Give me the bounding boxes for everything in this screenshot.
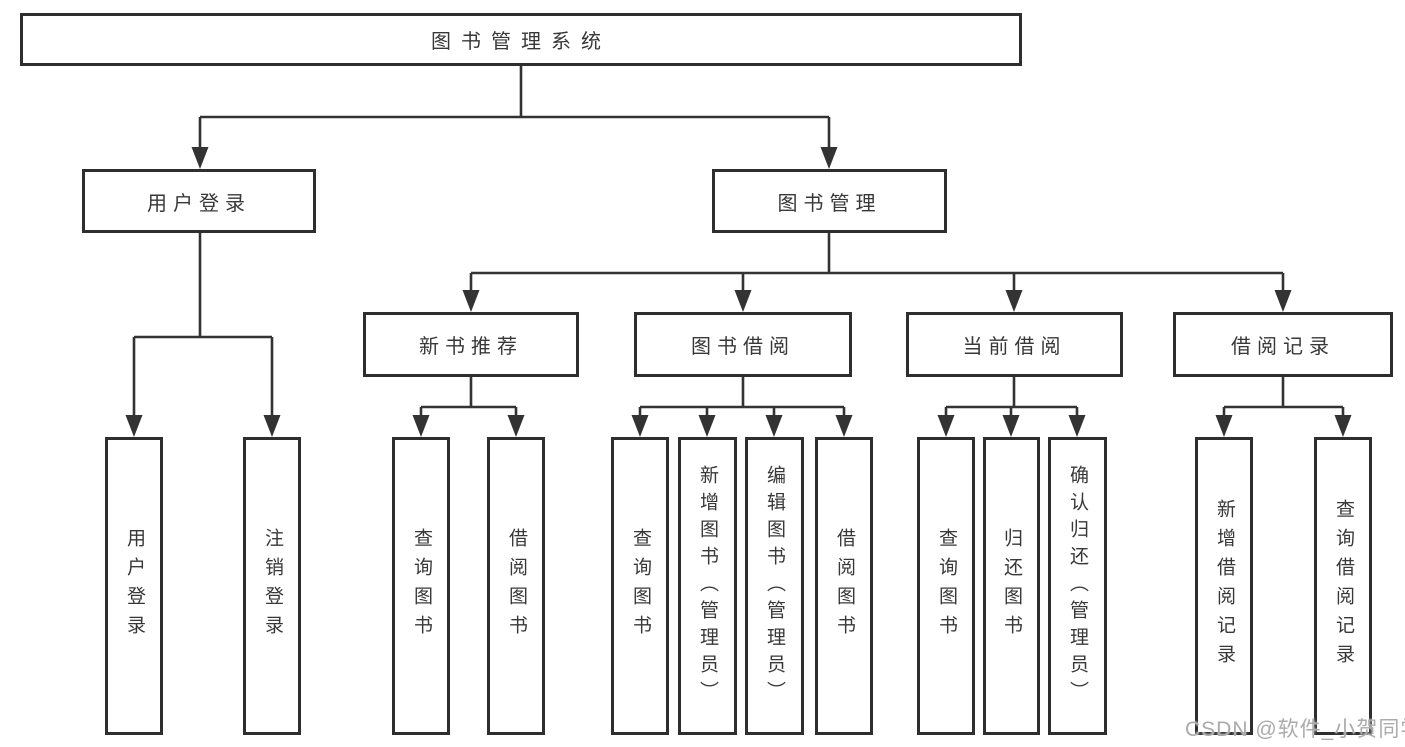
node-book-management-branch: 图书管理	[712, 169, 947, 233]
leaf-query-books-recommend: 查询图书	[392, 437, 450, 735]
leaf-confirm-return-admin: 确认归还（管理员）	[1048, 437, 1107, 735]
node-library-management-system: 图书管理系统	[20, 13, 1022, 66]
leaf-add-book-admin: 新增图书（管理员）	[678, 437, 737, 735]
leaf-add-borrow-record: 新增借阅记录	[1195, 437, 1253, 735]
node-user-login-branch: 用户登录	[82, 169, 316, 233]
leaf-return-book: 归还图书	[983, 437, 1040, 735]
leaf-user-login: 用户登录	[105, 437, 163, 735]
node-current-borrowing: 当前借阅	[906, 312, 1123, 377]
leaf-logout: 注销登录	[243, 437, 301, 735]
arrowheads	[125, 147, 1352, 437]
leaf-borrow-books-recommend: 借阅图书	[487, 437, 545, 735]
node-borrowing-records: 借阅记录	[1173, 312, 1393, 377]
node-new-book-recommendation: 新书推荐	[363, 312, 579, 377]
node-book-borrowing: 图书借阅	[634, 312, 852, 377]
leaf-edit-book-admin: 编辑图书（管理员）	[745, 437, 804, 735]
leaf-query-books-current: 查询图书	[917, 437, 975, 735]
csdn-watermark: CSDN @软件_小贺同学	[1185, 718, 1405, 741]
leaf-borrow-books: 借阅图书	[815, 437, 873, 735]
leaf-query-borrow-record: 查询借阅记录	[1314, 437, 1372, 735]
leaf-query-books-borrowing: 查询图书	[611, 437, 669, 735]
